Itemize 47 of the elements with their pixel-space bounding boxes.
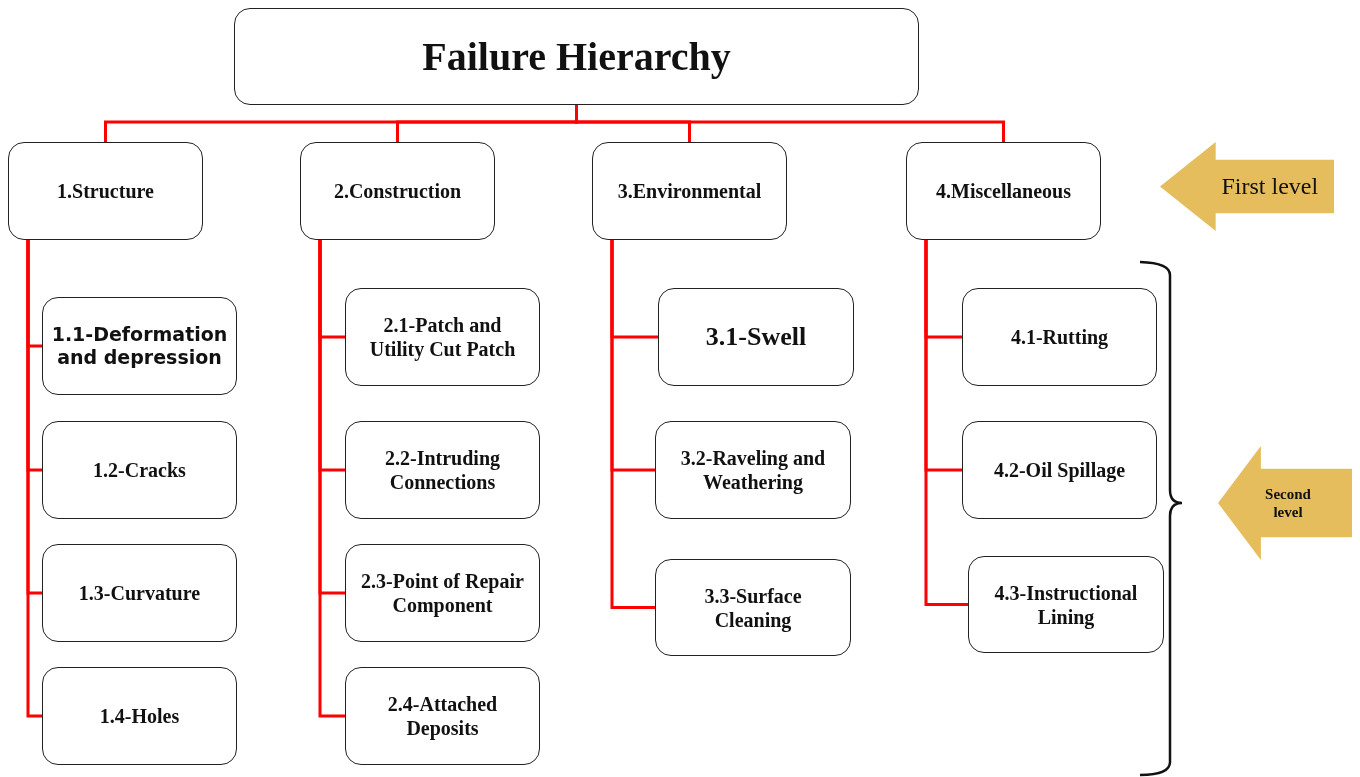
node-label: 2.4-Attached Deposits [386,692,499,740]
node-label: First level [1221,172,1319,201]
node-label: 4.3-Instructional Lining [993,580,1139,629]
category-box [42,667,237,765]
node-label: 4.2-Oil Spillage [993,458,1126,482]
category-box [300,142,495,240]
node-label: 2.2-Intruding Connections [384,446,501,494]
node-label: Second level [1264,485,1312,521]
node-label: 1.2-Cracks [93,458,186,482]
node-label: 4.1-Rutting [1010,325,1109,349]
node-label: 1.4-Holes [99,704,180,728]
category-box [345,667,540,765]
category-box [42,421,237,519]
level-arrow [1160,142,1334,231]
node-label: 3.3-Surface Cleaning [703,583,803,632]
node-label: 3.2-Raveling and Weathering [679,446,827,494]
node-label: 1.1-Deformation and depression [51,323,228,369]
connector-line [318,240,345,718]
connector-line [575,105,1005,142]
category-box [906,142,1101,240]
node-label: 1.3-Curvature [78,581,201,605]
category-box [345,288,540,386]
category-box [655,421,851,519]
category-box [962,421,1157,519]
category-box [658,288,854,386]
connector-line [924,240,968,606]
category-box [655,559,851,656]
category-box [968,556,1164,653]
category-box [345,421,540,519]
title-box [234,8,919,105]
node-label: 2.1-Patch and Utility Cut Patch [368,313,517,361]
title-text: Failure Hierarchy [422,32,731,81]
connector-line [610,240,655,609]
level-arrow [1218,446,1352,560]
node-label: 1.Structure [57,179,154,203]
category-box [42,544,237,642]
category-box [962,288,1157,386]
node-label: 2.Construction [333,179,462,203]
node-label: 3.1-Swell [705,321,807,353]
node-label: 3.Environmental [617,179,762,203]
node-label: 2.3-Point of Repair Component [360,569,525,617]
category-box [8,142,203,240]
connector-line [26,240,42,718]
node-label: 4.Miscellaneous [936,179,1071,203]
category-box [592,142,787,240]
category-box [345,544,540,642]
category-box [42,297,237,395]
